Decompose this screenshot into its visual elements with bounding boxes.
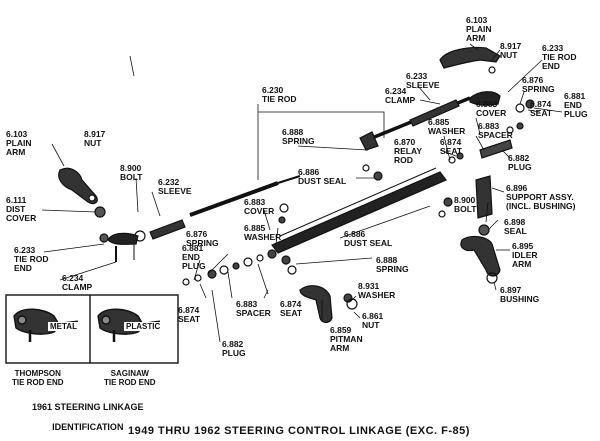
support-assembly — [475, 175, 493, 219]
right-tie-rod-end — [469, 91, 501, 106]
tie-rod — [189, 181, 279, 217]
inset-saginaw-label: SAGINAW TIE ROD END — [104, 369, 156, 387]
inset-metal-tag: METAL — [48, 322, 79, 331]
left-plain-arm — [58, 167, 98, 205]
left-tie-rod-end — [107, 232, 139, 245]
inset-caption-line1: 1961 STEERING LINKAGE — [32, 402, 144, 412]
inset-thompson-label: THOMPSON TIE ROD END — [12, 369, 64, 387]
right-sleeve — [409, 99, 460, 127]
inset-plastic-tag: PLASTIC — [124, 322, 163, 331]
inset-caption-line2: IDENTIFICATION — [52, 422, 124, 432]
left-sleeve — [149, 219, 186, 240]
inset-caption: 1961 STEERING LINKAGE IDENTIFICATION — [22, 392, 144, 441]
relay-rod — [271, 171, 447, 254]
diagram-title: 1949 THRU 1962 STEERING CONTROL LINKAGE … — [128, 425, 470, 437]
idler-arm — [460, 235, 501, 277]
pitman-arm — [299, 285, 333, 324]
right-plain-arm — [439, 46, 501, 69]
